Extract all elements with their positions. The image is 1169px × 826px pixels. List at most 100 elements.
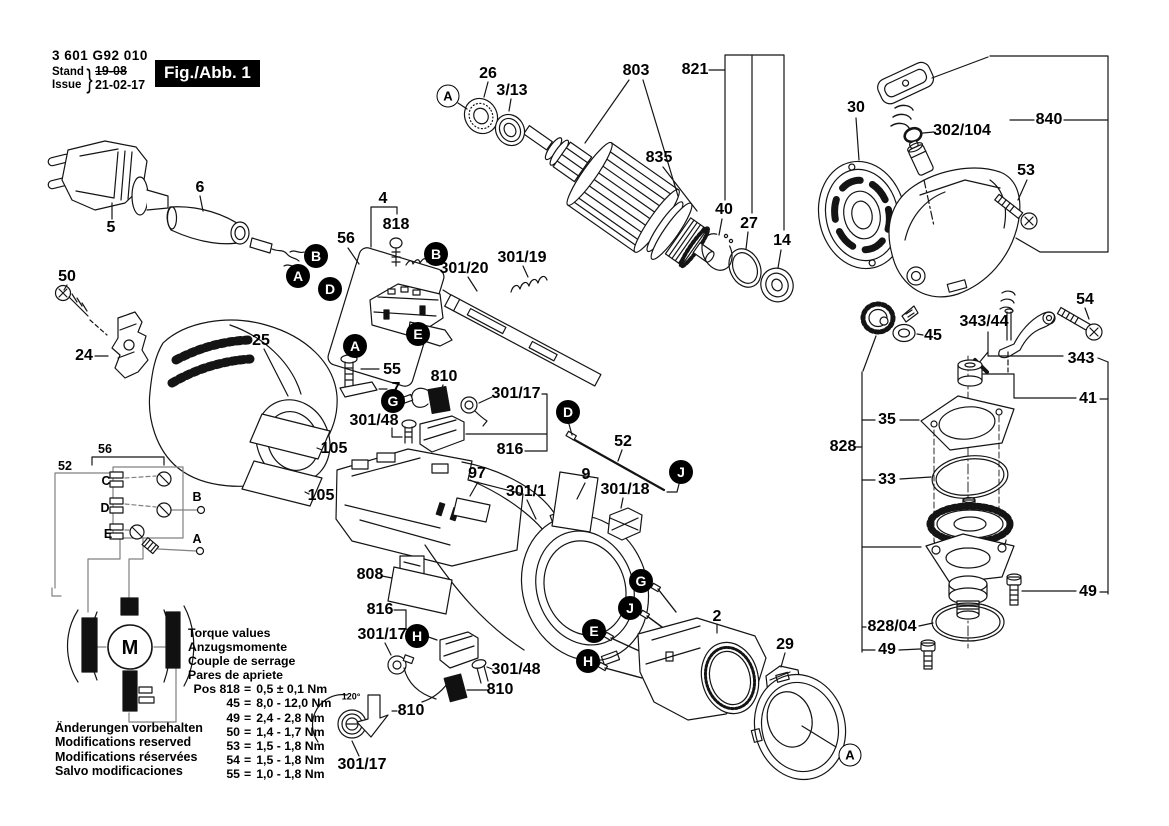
part-label-301-19: 301/19	[497, 249, 547, 266]
schematic-label-b: B	[192, 489, 202, 504]
connection-marker-g-filled: G	[381, 389, 405, 413]
torque-row-45: 45=8,0 - 12,0 Nm	[226, 696, 332, 711]
part-label-343-44: 343/44	[959, 313, 1009, 330]
part-label-49: 49	[878, 641, 896, 658]
part-label-52: 52	[614, 433, 632, 450]
schematic-label-d: D	[100, 500, 110, 515]
part-number: 3 601 G92 010	[52, 48, 148, 63]
stator-assembly	[597, 582, 847, 781]
connection-marker-j-filled: J	[669, 460, 693, 484]
part-label-818: 818	[382, 216, 410, 233]
connection-marker-a-filled: A	[343, 334, 367, 358]
part-label-301-1: 301/1	[505, 483, 547, 500]
switch-assembly	[327, 206, 602, 387]
part-label-810: 810	[486, 681, 514, 698]
part-label-816: 816	[366, 601, 394, 618]
torque-row-54: 54=1,5 - 1,8 Nm	[226, 752, 325, 767]
connection-marker-d-filled: D	[318, 277, 342, 301]
part-label-45: 45	[924, 327, 942, 344]
schematic-label-e: E	[103, 526, 113, 541]
part-label-41: 41	[1079, 390, 1097, 407]
part-label-53: 53	[1017, 162, 1035, 179]
wiring-schematic	[51, 456, 206, 723]
part-label-40: 40	[715, 201, 733, 218]
issue-date: 21-02-17	[94, 77, 146, 92]
motor-housing-25	[148, 319, 338, 507]
part-label-55: 55	[383, 361, 401, 378]
connection-marker-g-filled: G	[629, 569, 653, 593]
part-label-24: 24	[75, 347, 93, 364]
connection-marker-a-outline: A	[838, 743, 862, 767]
schematic-label-a: A	[192, 531, 202, 546]
notice-modifications-r-serv-es: Modifications réservées	[55, 749, 198, 764]
part-label-33: 33	[878, 471, 896, 488]
part-label-50: 50	[58, 268, 76, 285]
part-label-105: 105	[320, 440, 348, 457]
torque-row-50: 50=1,4 - 1,7 Nm	[226, 724, 325, 739]
connection-marker-h-filled: H	[576, 649, 600, 673]
schematic-label-52: 52	[58, 458, 72, 473]
connection-marker-b-filled: B	[304, 244, 328, 268]
part-label-343: 343	[1067, 350, 1095, 367]
connection-marker-a-filled: A	[286, 264, 310, 288]
part-label-816: 816	[496, 441, 524, 458]
connection-marker-e-filled: E	[406, 322, 430, 346]
torque-row-pos-818: Pos 818=0,5 ± 0,1 Nm	[193, 682, 328, 697]
part-label-302-104: 302/104	[933, 122, 991, 139]
connection-marker-a-outline: A	[436, 84, 460, 108]
power-cord	[47, 140, 305, 268]
spindle-rings-group	[701, 54, 794, 303]
issue-label: Issue	[52, 78, 82, 91]
part-label-56: 56	[337, 230, 355, 247]
part-label-9: 9	[581, 466, 591, 483]
part-label-29: 29	[776, 636, 794, 653]
part-label-4: 4	[378, 190, 388, 207]
part-label-301-17: 301/17	[357, 626, 407, 643]
connection-marker-j-filled: J	[618, 596, 642, 620]
torque-title-anzugsmomente: Anzugsmomente	[188, 640, 288, 655]
notice-salvo-modificaciones: Salvo modificaciones	[55, 764, 183, 779]
part-label-14: 14	[773, 232, 791, 249]
part-label-35: 35	[878, 411, 896, 428]
part-label-2: 2	[712, 608, 722, 625]
part-label-6: 6	[195, 179, 205, 196]
part-label-105: 105	[307, 487, 335, 504]
torque-row-55: 55=1,0 - 1,8 Nm	[226, 766, 325, 781]
connection-marker-b-filled: B	[424, 242, 448, 266]
torque-title-torque-values: Torque values	[188, 626, 271, 640]
screw-50-and-bracket-24	[54, 284, 149, 379]
spindle-flange-column	[854, 355, 1109, 670]
connection-marker-e-filled: E	[582, 619, 606, 643]
torque-row-49: 49=2,4 - 2,8 Nm	[226, 710, 325, 725]
part-label-301-20: 301/20	[439, 260, 489, 277]
schematic-label-c: C	[101, 473, 111, 488]
part-label-835: 835	[645, 149, 673, 166]
torque-title-couple-de-serrage: Couple de serrage	[188, 654, 296, 669]
bevel-pinion-45	[860, 301, 924, 372]
figure-label: Fig./Abb. 1	[155, 60, 260, 87]
part-label-301-48: 301/48	[491, 661, 541, 678]
part-label-49: 49	[1079, 583, 1097, 600]
part-label-808: 808	[356, 566, 384, 583]
part-label-301-17: 301/17	[337, 756, 387, 773]
connection-marker-h-filled: H	[405, 624, 429, 648]
title-block: 3 601 G92 010 Stand Issue } 19-08 21-02-…	[52, 48, 148, 92]
part-label-810: 810	[397, 702, 425, 719]
part-label-301-48: 301/48	[349, 412, 399, 429]
part-label-97: 97	[468, 465, 486, 482]
brush-holder-lower	[311, 609, 493, 757]
part-label-5: 5	[106, 219, 116, 236]
torque-row-53: 53=1,5 - 1,8 Nm	[226, 738, 325, 753]
schematic-label-56: 56	[98, 441, 112, 456]
main-housing	[335, 423, 680, 666]
part-label-828-04: 828/04	[867, 618, 917, 635]
armature-assembly	[457, 79, 715, 269]
part-label-120: 120°	[341, 691, 361, 702]
part-label-30: 30	[847, 99, 865, 116]
schematic-label-m: M	[121, 637, 139, 659]
